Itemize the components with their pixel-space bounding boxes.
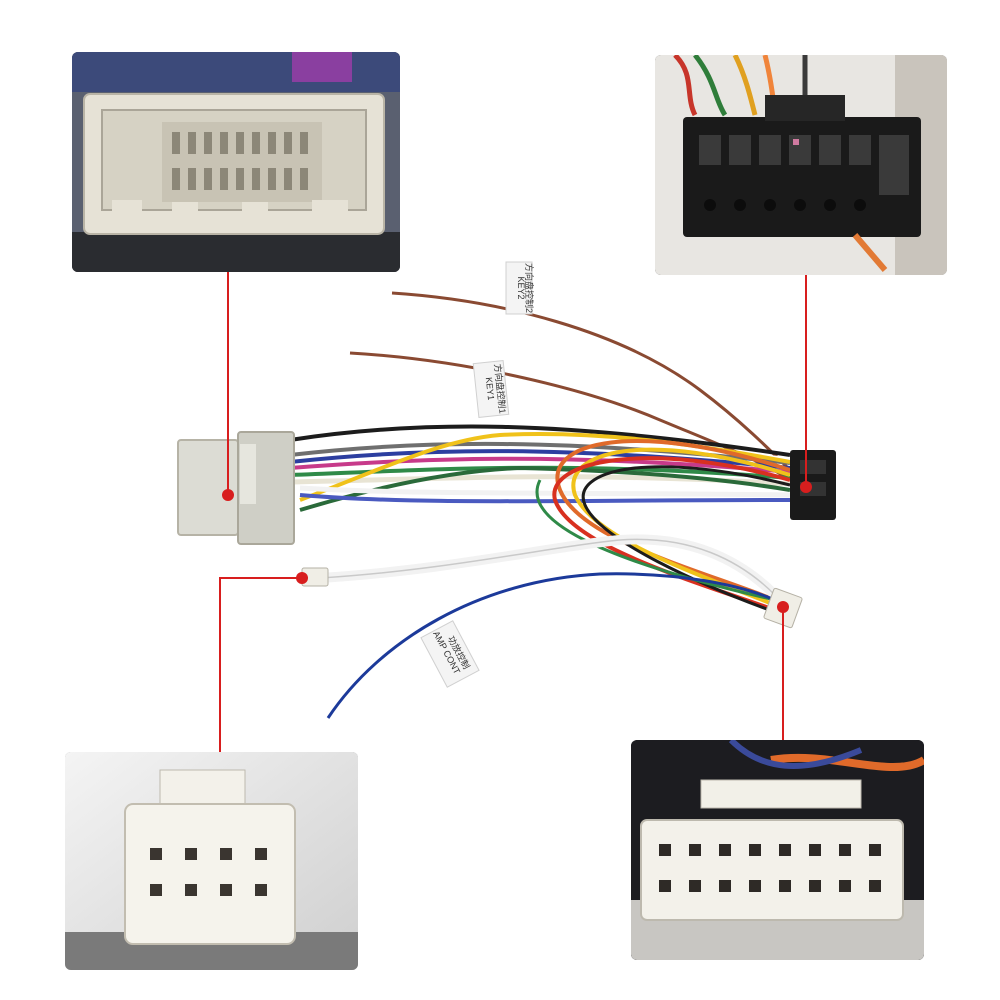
callout-dot-wide-plug — [777, 601, 789, 613]
small-connector-image — [65, 752, 358, 970]
callout-dot-black-plug — [800, 481, 812, 493]
tag-key2: KEY2 方向盘控制2 — [505, 261, 535, 315]
black-plug — [790, 450, 836, 520]
tag-amp-cont: AMP CONT 功放控制 — [420, 620, 480, 688]
inset-white-plug-closeup — [72, 52, 400, 272]
callout-dot-white-plug — [222, 489, 234, 501]
callout-dots — [222, 481, 812, 613]
wide-connector-image — [631, 740, 924, 960]
callout-dot-small-plug — [296, 572, 308, 584]
tag-key1: KEY1 方向盘控制1 — [472, 360, 510, 418]
inset-black-socket-closeup — [655, 55, 947, 275]
tag-key1-cn: 方向盘控制1 — [492, 363, 508, 414]
inset-small-white-connector — [65, 752, 358, 970]
wire-key2 — [391, 291, 792, 472]
wire-amp-cont — [326, 572, 776, 719]
white-main-plug — [177, 431, 295, 545]
callout-line-small-plug — [219, 577, 302, 752]
tag-key2-cn: 方向盘控制2 — [524, 263, 535, 313]
main-wire-bundle — [289, 424, 791, 512]
callout-lines — [219, 272, 807, 752]
tag-key1-label: KEY1 — [484, 377, 496, 401]
tag-key2-label: KEY2 — [516, 276, 526, 299]
black-socket-image — [655, 55, 947, 275]
white-plug-image — [72, 52, 400, 272]
inset-wide-white-connector — [631, 740, 924, 960]
